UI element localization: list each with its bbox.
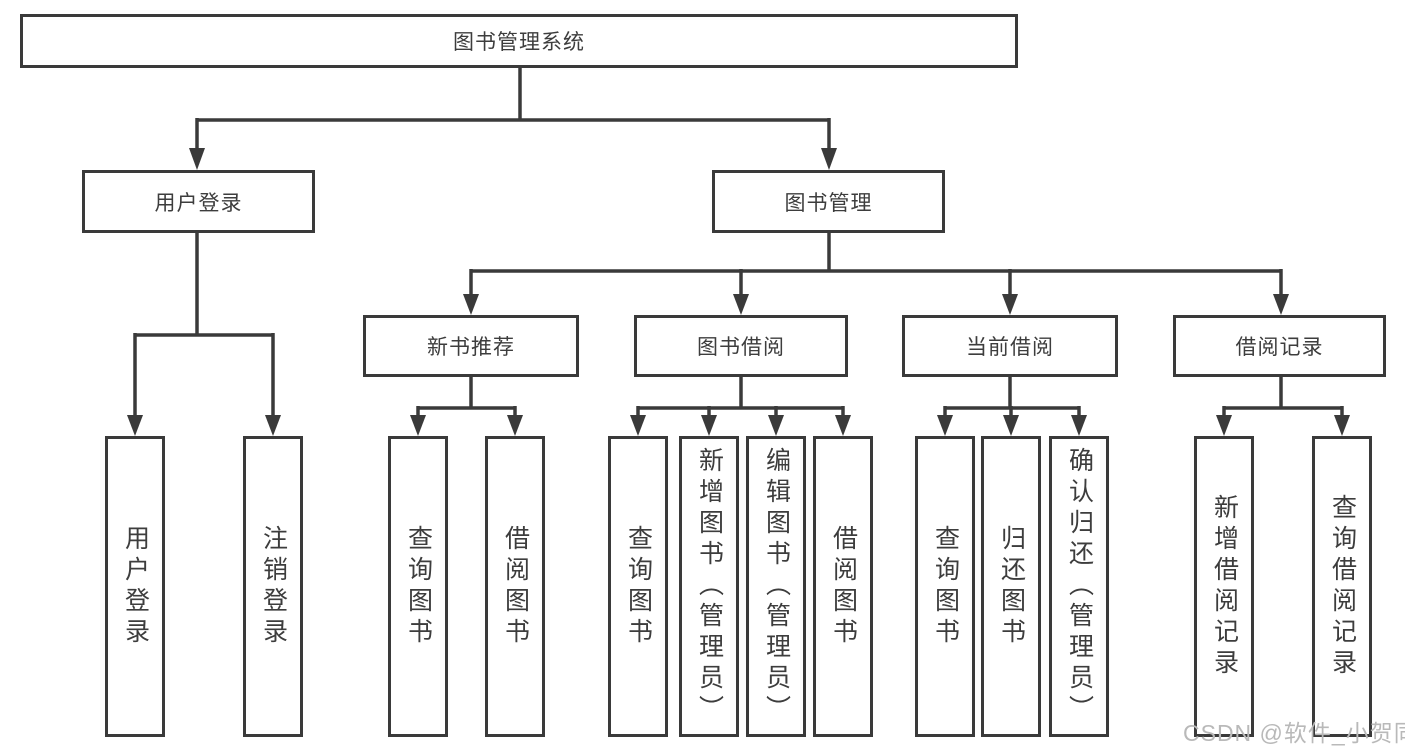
node-label: 借阅图书	[829, 524, 858, 649]
node-book-management: 图书管理	[712, 170, 945, 233]
leaf-add-books-admin: 新增图书（管理员）	[679, 436, 739, 737]
node-label: 当前借阅	[966, 336, 1054, 359]
leaf-borrow-books: 借阅图书	[813, 436, 873, 737]
node-user-login: 用户登录	[82, 170, 315, 233]
node-label: 注销登录	[259, 524, 288, 649]
leaf-recommend-query-books: 查询图书	[388, 436, 448, 737]
leaf-borrow-query-books: 查询图书	[608, 436, 668, 737]
node-borrow-records: 借阅记录	[1173, 315, 1386, 377]
leaf-return-books: 归还图书	[981, 436, 1041, 737]
leaf-user-login: 用户登录	[105, 436, 165, 737]
node-label: 新增图书（管理员）	[695, 447, 724, 726]
leaf-query-borrow-record: 查询借阅记录	[1312, 436, 1372, 737]
node-label: 新书推荐	[427, 336, 515, 359]
leaf-recommend-borrow-books: 借阅图书	[485, 436, 545, 737]
leaf-current-query-books: 查询图书	[915, 436, 975, 737]
node-current-borrow: 当前借阅	[902, 315, 1118, 377]
node-label: 图书管理系统	[453, 31, 585, 54]
leaf-add-borrow-record: 新增借阅记录	[1194, 436, 1254, 737]
node-label: 查询图书	[931, 524, 960, 649]
node-label: 编辑图书（管理员）	[762, 447, 791, 726]
node-label: 归还图书	[997, 524, 1026, 649]
node-label: 查询图书	[404, 524, 433, 649]
leaf-logout: 注销登录	[243, 436, 303, 737]
node-label: 新增借阅记录	[1210, 493, 1239, 680]
node-label: 查询图书	[624, 524, 653, 649]
leaf-confirm-return-admin: 确认归还（管理员）	[1049, 436, 1109, 737]
node-label: 用户登录	[154, 191, 243, 215]
node-label: 图书管理	[784, 191, 873, 215]
leaf-edit-books-admin: 编辑图书（管理员）	[746, 436, 806, 737]
node-label: 借阅图书	[501, 524, 530, 649]
node-label: 借阅记录	[1235, 336, 1324, 359]
node-label: 用户登录	[121, 524, 150, 649]
node-new-book-recommend: 新书推荐	[363, 315, 579, 377]
node-label: 确认归还（管理员）	[1065, 447, 1094, 726]
node-book-borrow: 图书借阅	[634, 315, 848, 377]
node-label: 查询借阅记录	[1328, 493, 1357, 680]
node-label: 图书借阅	[697, 336, 785, 359]
csdn-watermark: CSDN @软件_小贺同学	[1183, 720, 1405, 746]
node-root-system: 图书管理系统	[20, 14, 1018, 68]
